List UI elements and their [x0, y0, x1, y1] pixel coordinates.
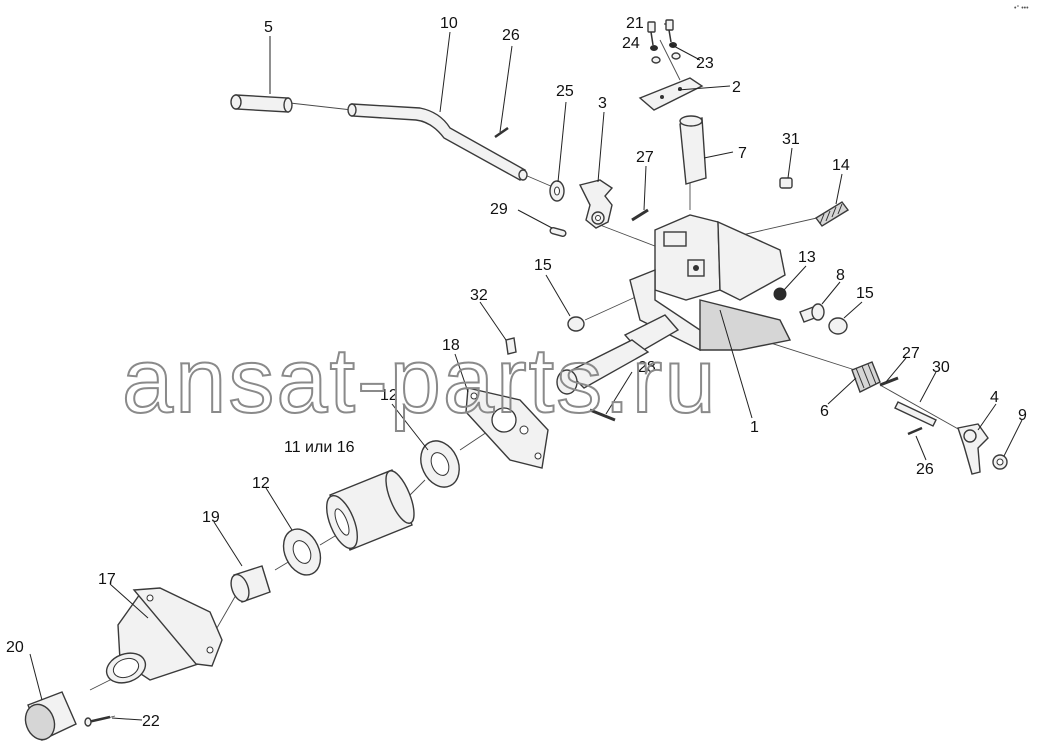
- callout-27-upper: 27: [636, 149, 654, 166]
- callout-5: 5: [264, 19, 273, 36]
- part-25-washer: [549, 180, 565, 202]
- part-28-pin: [589, 408, 616, 422]
- callout-21: 21: [626, 15, 644, 32]
- callout-20: 20: [6, 639, 24, 656]
- part-10-lever-rod: [347, 103, 528, 181]
- callout-26-top: 26: [502, 27, 520, 44]
- callout-23: 23: [696, 55, 714, 72]
- part-8-bolt: [799, 303, 825, 323]
- part-13-nut: [773, 287, 787, 301]
- callout-4: 4: [990, 389, 999, 406]
- callout-31: 31: [782, 131, 800, 148]
- part-26-pin-top: [494, 126, 509, 139]
- part-18-flange: [465, 387, 549, 469]
- callout-26-lower: 26: [916, 461, 934, 478]
- part-20-cap: [24, 691, 77, 741]
- callout-9: 9: [1018, 407, 1027, 424]
- part-4-lever: [957, 423, 989, 475]
- callout-32: 32: [470, 287, 488, 304]
- callout-28: 28: [638, 359, 656, 376]
- part-7-knob: [679, 115, 707, 185]
- part-14-spring: [814, 201, 850, 227]
- callout-7: 7: [738, 145, 747, 162]
- part-12-washer-upper: [420, 440, 460, 488]
- callout-12-upper: 12: [380, 387, 398, 404]
- callout-15-right: 15: [856, 285, 874, 302]
- callout-14: 14: [832, 157, 850, 174]
- callout-27-lower: 27: [902, 345, 920, 362]
- part-1-bracket: [556, 214, 792, 395]
- callout-3: 3: [598, 95, 607, 112]
- leader-lines: [29, 23, 1023, 721]
- part-15-plug-left: [567, 316, 585, 332]
- callout-numbers: 5 10 26 25 3 29 27 7 2 21 24 23 31 14 15…: [6, 15, 1027, 730]
- part-29-pin: [549, 227, 567, 237]
- callout-1: 1: [750, 419, 759, 436]
- part-31-nut: [779, 177, 793, 189]
- part-24-23-washers: [650, 42, 681, 64]
- callout-22: 22: [142, 713, 160, 730]
- part-12-washer-lower: [282, 528, 322, 576]
- callout-19: 19: [202, 509, 220, 526]
- callout-8: 8: [836, 267, 845, 284]
- part-17-housing: [105, 587, 223, 684]
- callout-11-or-16: 11 или 16: [284, 439, 355, 456]
- callout-18: 18: [442, 337, 460, 354]
- callout-10: 10: [440, 15, 458, 32]
- callout-6: 6: [820, 403, 829, 420]
- part-2-plate: [638, 77, 704, 111]
- callout-13: 13: [798, 249, 816, 266]
- callout-24: 24: [622, 35, 640, 52]
- callout-30: 30: [932, 359, 950, 376]
- callout-15-left: 15: [534, 257, 552, 274]
- callout-17: 17: [98, 571, 116, 588]
- part-15-plug-right: [828, 317, 848, 335]
- part-11-16-bushing: [326, 469, 415, 551]
- watermark-text: ansat-parts.ru: [122, 330, 718, 432]
- part-5-tube: [230, 94, 293, 113]
- part-9-nut: [992, 454, 1008, 470]
- callout-2: 2: [732, 79, 741, 96]
- part-26-pin-lower: [907, 426, 923, 436]
- callout-25: 25: [556, 83, 574, 100]
- part-27-pin-lower: [879, 376, 899, 387]
- part-21-bolts: [647, 19, 674, 46]
- callout-29: 29: [490, 201, 508, 218]
- part-19-castle-nut: [230, 565, 271, 603]
- part-32-grease-nipple: [505, 337, 517, 355]
- part-22-screw: [84, 715, 111, 727]
- part-30-rod: [894, 401, 937, 427]
- callout-12-lower: 12: [252, 475, 270, 492]
- part-3-fork: [578, 179, 614, 229]
- corner-mark: •° •••: [1014, 4, 1029, 12]
- part-27-pin-upper: [631, 208, 649, 222]
- part-6-spring: [851, 361, 881, 393]
